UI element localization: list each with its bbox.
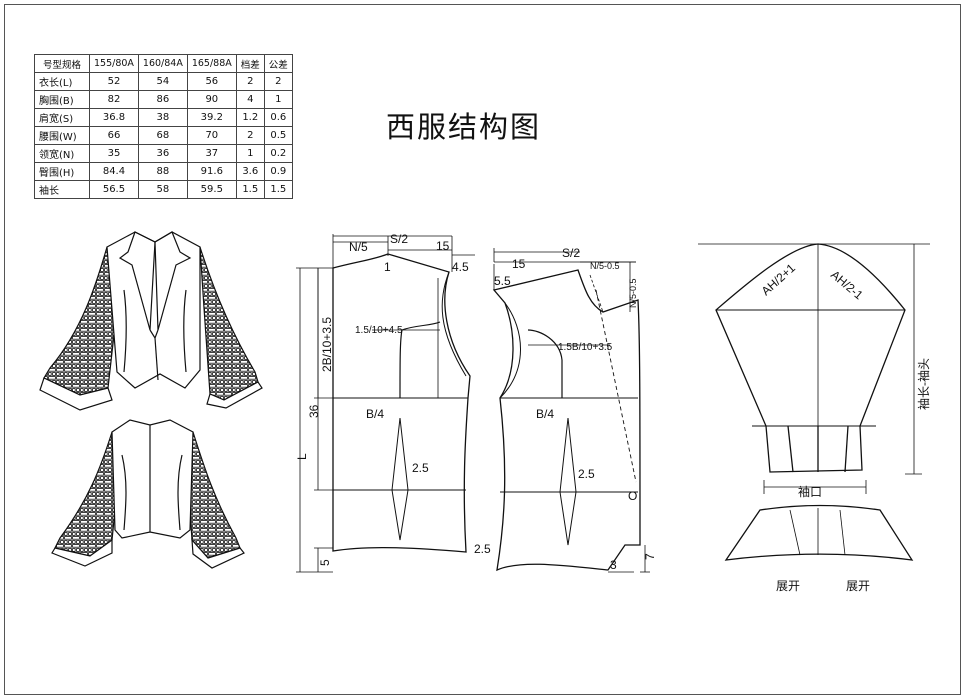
table-row: 腰围(W) 66 68 70 2 0.5 <box>34 126 293 145</box>
spec-table: 号型规格 155/80A 160/84A 165/88A 档差 公差 衣长(L)… <box>34 54 293 199</box>
sleeve-expand-right-label: 展开 <box>846 579 870 593</box>
back-side-hem-label: 2.5 <box>474 542 491 556</box>
page-title: 西服结构图 <box>386 110 542 144</box>
back-pattern-dimensions <box>296 234 475 573</box>
table-cell: 88 <box>137 162 188 181</box>
sleeve-length-label: 袖长-袖头 <box>916 358 931 410</box>
sleeve-front-cap-label: AH/2+1 <box>759 261 799 299</box>
back-neck-width-label: N/5 <box>349 240 368 254</box>
back-armhole-depth-label: 2B/10+3.5 <box>320 317 334 372</box>
back-width-label: 1.5/10+4.5 <box>355 325 403 336</box>
sleeve-pattern <box>715 243 914 561</box>
table-cell: 0.6 <box>263 108 293 127</box>
sleeve-dimensions <box>698 243 930 494</box>
back-pattern-labels: N/5 S/2 15 1 4.5 2B/10+3.5 1.5/10+4.5 36… <box>295 232 491 566</box>
table-cell: 58 <box>137 180 188 199</box>
back-hem-label: 5 <box>318 559 332 566</box>
table-cell: 1.5 <box>263 180 293 199</box>
table-row: 肩宽(S) 36.8 38 39.2 1.2 0.6 <box>34 108 293 127</box>
table-row: 袖长 56.5 58 59.5 1.5 1.5 <box>34 180 293 199</box>
front-shoulder-length-label: 15 <box>512 257 526 271</box>
front-pattern-dimensions <box>493 248 650 573</box>
table-row: 臀围(H) 84.4 88 91.6 3.6 0.9 <box>34 162 293 181</box>
jacket-back-sketch <box>51 419 245 569</box>
front-button-label: O <box>628 489 637 503</box>
table-cell: 59.5 <box>186 180 237 199</box>
front-half-shoulder-label: S/2 <box>562 246 580 260</box>
back-neck-drop-label: 1 <box>384 260 391 274</box>
back-shoulder-length-label: 15 <box>436 239 450 253</box>
back-length-label: L <box>295 453 309 460</box>
spec-header-row: 号型规格 155/80A 160/84A 165/88A 档差 公差 <box>34 54 293 73</box>
table-cell: 56.5 <box>89 180 139 199</box>
back-chest-label: B/4 <box>366 407 384 421</box>
table-row: 胸围(B) 82 86 90 4 1 <box>34 90 293 109</box>
front-chest-label: B/4 <box>536 407 554 421</box>
front-pattern <box>492 269 641 572</box>
front-dart-label: 2.5 <box>578 467 595 481</box>
sleeve-cuff-label: 袖口 <box>798 484 822 499</box>
jacket-front-sketch <box>39 231 263 411</box>
page-frame <box>4 4 961 695</box>
sleeve-expand-left-label: 展开 <box>776 579 800 593</box>
back-half-shoulder-label: S/2 <box>390 232 408 246</box>
front-neck-width-label: N/5-0.5 <box>590 261 620 271</box>
front-pattern-labels: 5.5 S/2 15 N/5-0.5 N/5-0.5 1.5B/10+3.5 B… <box>494 246 657 572</box>
back-waist-length-label: 36 <box>307 404 321 418</box>
front-shoulder-slope-label: 5.5 <box>494 274 511 288</box>
front-hem-ext-label: 3 <box>610 558 617 572</box>
sleeve-back-cap-label: AH/2-1 <box>828 268 866 303</box>
front-width-label: 1.5B/10+3.5 <box>558 342 613 353</box>
back-shoulder-drop-label: 4.5 <box>452 260 469 274</box>
row-label: 袖长 <box>34 180 90 199</box>
back-pattern <box>332 253 471 553</box>
front-hem-drop-label: 7 <box>643 553 657 560</box>
front-neck-depth-label: N/5-0.5 <box>628 278 638 308</box>
table-row: 领宽(N) 35 36 37 1 0.2 <box>34 144 293 163</box>
back-dart-label: 2.5 <box>412 461 429 475</box>
